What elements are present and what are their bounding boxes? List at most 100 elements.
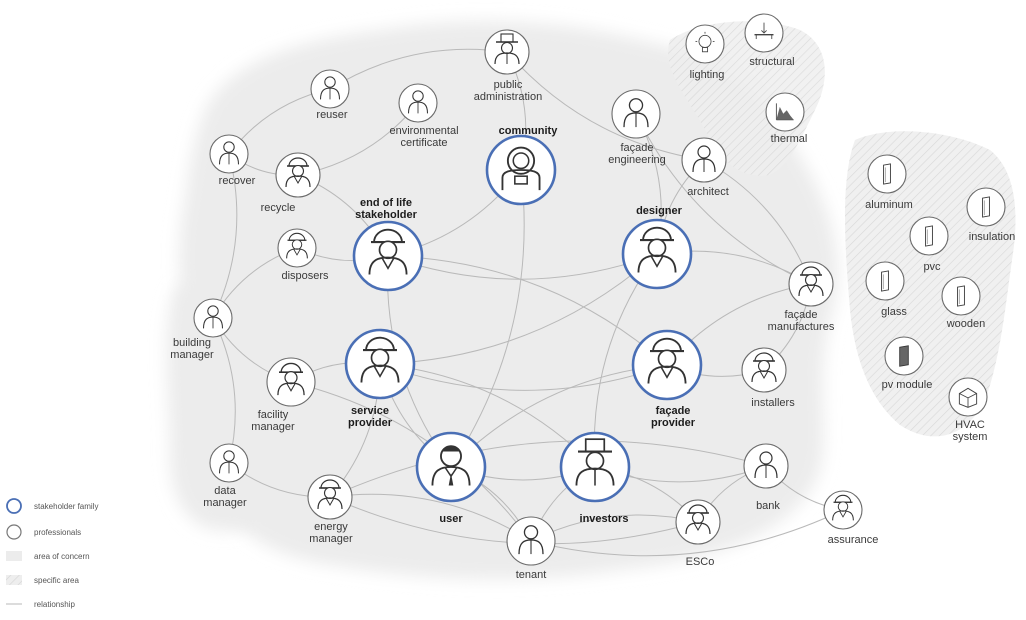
node-installers: installers xyxy=(741,347,795,409)
relationship-line xyxy=(635,113,812,285)
node-label: architect xyxy=(687,186,729,198)
node-label: tenant xyxy=(516,569,547,581)
node-label-line: energy xyxy=(314,521,348,533)
node-label-line: recover xyxy=(219,175,256,187)
node-label: pv module xyxy=(882,379,933,391)
node-label-line: designer xyxy=(636,205,683,217)
node-label: insulation xyxy=(969,231,1015,243)
node-label-line: investors xyxy=(580,513,629,525)
node-thermal: thermal xyxy=(765,92,807,145)
node-community: community xyxy=(485,125,559,206)
node-label-line: architect xyxy=(687,186,729,198)
legend-concern-label: area of concern xyxy=(34,552,90,561)
relationship-line xyxy=(506,51,705,161)
relationship-line xyxy=(290,381,532,542)
node-label-line: ESCo xyxy=(686,556,715,568)
node-label-line: structural xyxy=(749,56,794,68)
node-label-line: engineering xyxy=(608,154,666,166)
node-label: installers xyxy=(751,397,795,409)
node-label: pvc xyxy=(923,261,941,273)
node-label-line: community xyxy=(499,125,559,137)
node-label-line: certificate xyxy=(400,137,447,149)
relationship-line xyxy=(329,440,767,498)
node-label-line: recycle xyxy=(261,202,296,214)
node-disposers: disposers xyxy=(277,228,329,282)
node-wooden: wooden xyxy=(941,276,985,330)
node-label: ESCo xyxy=(686,556,715,568)
node-label-line: aluminum xyxy=(865,199,913,211)
node-pvc: pvc xyxy=(909,216,949,273)
legend-concern-swatch xyxy=(6,551,22,561)
node-label-line: lighting xyxy=(690,69,725,81)
node-reuser: reuser xyxy=(310,69,350,121)
node-label: community xyxy=(499,125,559,137)
node-label: recycle xyxy=(261,202,296,214)
node-label-line: assurance xyxy=(828,534,879,546)
node-label-line: disposers xyxy=(281,270,329,282)
node-label-line: reuser xyxy=(316,109,348,121)
legend-specific-swatch xyxy=(6,575,22,585)
node-esco: ESCo xyxy=(675,499,721,568)
legend-family-swatch xyxy=(6,498,22,514)
node-ring xyxy=(909,216,949,256)
node-label: reuser xyxy=(316,109,348,121)
relationship-line xyxy=(329,493,532,542)
node-label: aluminum xyxy=(865,199,913,211)
node-bank: bank xyxy=(743,443,789,512)
node-user: user xyxy=(415,431,487,525)
node-label: designer xyxy=(636,205,683,217)
left-area-of-concern xyxy=(166,283,287,531)
node-glass: glass xyxy=(865,261,907,318)
node-tenant: tenant xyxy=(506,516,556,581)
node-lighting: lighting xyxy=(685,24,725,81)
node-label-line: insulation xyxy=(969,231,1015,243)
node-label: glass xyxy=(881,306,907,318)
node-label-line: administration xyxy=(474,91,542,103)
legend: stakeholder family professionals area of… xyxy=(6,498,98,609)
node-aluminum: aluminum xyxy=(865,154,913,211)
node-label-line: HVAC xyxy=(955,419,985,431)
node-label: bank xyxy=(756,500,780,512)
node-label: structural xyxy=(749,56,794,68)
node-label-line: stakeholder xyxy=(355,209,417,221)
node-label-line: façade xyxy=(656,405,691,417)
node-label-line: service xyxy=(351,405,389,417)
node-label-line: manager xyxy=(170,349,214,361)
node-label-line: bank xyxy=(756,500,780,512)
relationship-line xyxy=(212,153,238,319)
node-ring xyxy=(865,261,905,301)
node-pv-module: pv module xyxy=(882,336,933,391)
node-label-line: provider xyxy=(651,417,696,429)
legend-professional-swatch xyxy=(6,524,22,540)
node-ring xyxy=(948,377,988,417)
node-label: disposers xyxy=(281,270,329,282)
node-label-line: tenant xyxy=(516,569,547,581)
solar-panel-icon xyxy=(899,345,909,367)
legend-relationship-label: relationship xyxy=(34,600,75,609)
node-label-line: data xyxy=(214,485,236,497)
node-label-line: façade xyxy=(620,142,653,154)
node-label-line: manager xyxy=(251,421,295,433)
node-designer: designer xyxy=(621,205,693,290)
node-label-line: manager xyxy=(203,497,247,509)
